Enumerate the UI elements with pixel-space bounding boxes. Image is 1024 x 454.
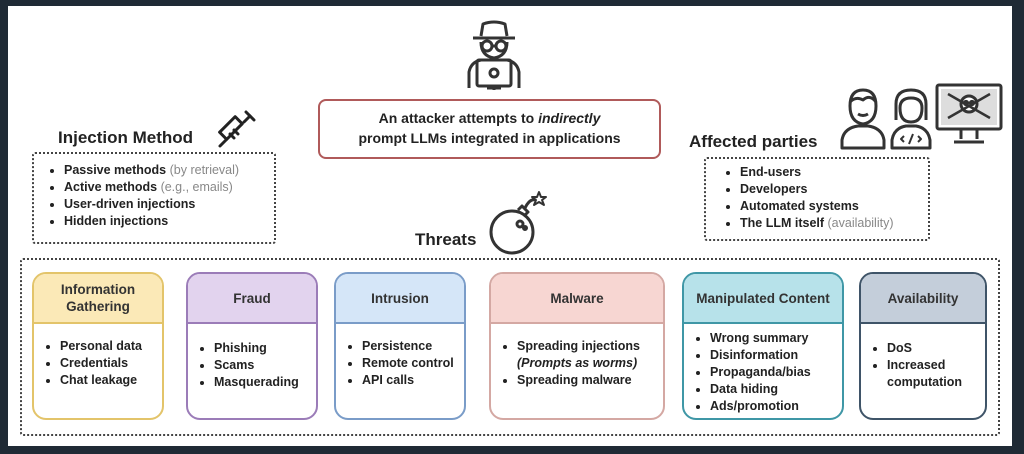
- list-item: Chat leakage: [60, 372, 158, 389]
- list-item: Increased computation: [887, 357, 981, 391]
- list-item: Hidden injections: [64, 213, 274, 230]
- bomb-icon: [489, 191, 547, 255]
- list-item: API calls: [362, 372, 460, 389]
- attacker-statement-box: An attacker attempts to indirectly promp…: [318, 99, 661, 159]
- threat-card-header: Intrusion: [336, 274, 464, 324]
- diagram-canvas: An attacker attempts to indirectly promp…: [8, 6, 1012, 446]
- syringe-icon: [218, 110, 256, 148]
- affected-parties-box: End-users Developers Automated systems T…: [704, 157, 930, 241]
- threat-card-manipulated-content: Manipulated Content Wrong summary Disinf…: [682, 272, 844, 420]
- list-item: Spreading injections: [517, 338, 659, 355]
- threats-container: [20, 258, 1000, 436]
- list-item: Remote control: [362, 355, 460, 372]
- list-item: Disinformation: [710, 347, 838, 364]
- attacker-statement-line1: An attacker attempts to indirectly: [378, 110, 601, 126]
- list-item: Persistence: [362, 338, 460, 355]
- list-item: Ads/promotion: [710, 398, 838, 415]
- list-item: Spreading malware: [517, 372, 659, 389]
- list-item: Credentials: [60, 355, 158, 372]
- list-item: Personal data: [60, 338, 158, 355]
- threat-card-header: Information Gathering: [34, 274, 162, 324]
- list-item: The LLM itself (availability): [740, 215, 928, 232]
- list-item: Data hiding: [710, 381, 838, 398]
- injection-method-title: Injection Method: [58, 128, 194, 147]
- threat-card-header: Fraud: [188, 274, 316, 324]
- list-item: Active methods (e.g., emails): [64, 179, 274, 196]
- list-item-note: (Prompts as worms): [517, 356, 638, 370]
- injection-methods-list: Passive methods (by retrieval) Active me…: [34, 154, 274, 230]
- compromised-computer-icon: [935, 83, 1003, 144]
- threat-card-information-gathering: Information Gathering Personal data Cred…: [32, 272, 164, 420]
- threat-card-fraud: Fraud Phishing Scams Masquerading: [186, 272, 318, 420]
- list-item: Passive methods (by retrieval): [64, 162, 274, 179]
- end-user-icon: [840, 88, 886, 150]
- list-item: End-users: [740, 164, 928, 181]
- list-item: Phishing: [214, 340, 312, 357]
- list-item: Developers: [740, 181, 928, 198]
- threats-title: Threats: [415, 230, 477, 249]
- affected-parties-title: Affected parties: [689, 132, 818, 151]
- threat-card-header: Manipulated Content: [684, 274, 842, 324]
- threat-card-intrusion: Intrusion Persistence Remote control API…: [334, 272, 466, 420]
- list-item: Automated systems: [740, 198, 928, 215]
- list-item: Propaganda/bias: [710, 364, 838, 381]
- threat-card-availability: Availability DoS Increased computation: [859, 272, 987, 420]
- list-item: Masquerading: [214, 374, 312, 391]
- list-item: Wrong summary: [710, 330, 838, 347]
- list-item: User-driven injections: [64, 196, 274, 213]
- affected-parties-list: End-users Developers Automated systems T…: [706, 159, 928, 232]
- threat-card-header: Availability: [861, 274, 985, 324]
- list-item: Scams: [214, 357, 312, 374]
- hacker-with-laptop-icon: [467, 20, 521, 90]
- list-item: DoS: [887, 340, 981, 357]
- injection-methods-box: Passive methods (by retrieval) Active me…: [32, 152, 276, 244]
- threat-card-header: Malware: [491, 274, 663, 324]
- attacker-statement-line2: prompt LLMs integrated in applications: [358, 130, 621, 146]
- threat-card-malware: Malware Spreading injections (Prompts as…: [489, 272, 665, 420]
- emphasis-indirectly: indirectly: [538, 110, 601, 126]
- developer-icon: [890, 88, 932, 150]
